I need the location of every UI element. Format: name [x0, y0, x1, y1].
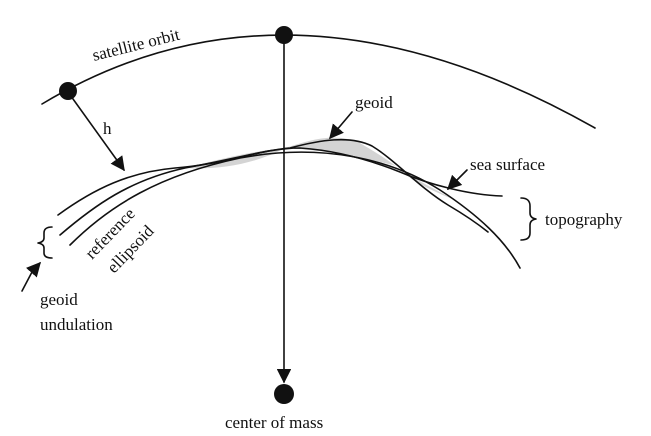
topography-label: topography: [545, 210, 623, 229]
geoid-shaded-region-top: [285, 137, 396, 166]
geoid-undulation-bracket: [37, 226, 53, 259]
center-of-mass-dot: [274, 384, 294, 404]
h-label: h: [103, 119, 112, 138]
geoid-label: geoid: [355, 93, 393, 112]
sea-surface-curve: [59, 147, 503, 236]
reference-ellipsoid-curve: [69, 151, 521, 269]
geoid-curve: [57, 138, 489, 233]
satellite-orbit-arc: [41, 34, 596, 129]
topography-bracket: [520, 197, 537, 241]
satellite-dot-top: [275, 26, 293, 44]
undulation-pointer-arrow: [21, 261, 41, 292]
geoid-undulation-label-line2: undulation: [40, 315, 113, 334]
sea-surface-pointer-arrow: [446, 169, 468, 191]
geoid-undulation-label-line1: geoid: [40, 290, 78, 309]
satellite-orbit-label: satellite orbit: [90, 25, 181, 65]
altitude-vector: [67, 91, 125, 172]
center-of-mass-label: center of mass: [225, 413, 323, 432]
satellite-dot-left: [59, 82, 77, 100]
geoid-pointer-arrow: [329, 111, 353, 140]
sea-surface-label: sea surface: [470, 155, 545, 174]
